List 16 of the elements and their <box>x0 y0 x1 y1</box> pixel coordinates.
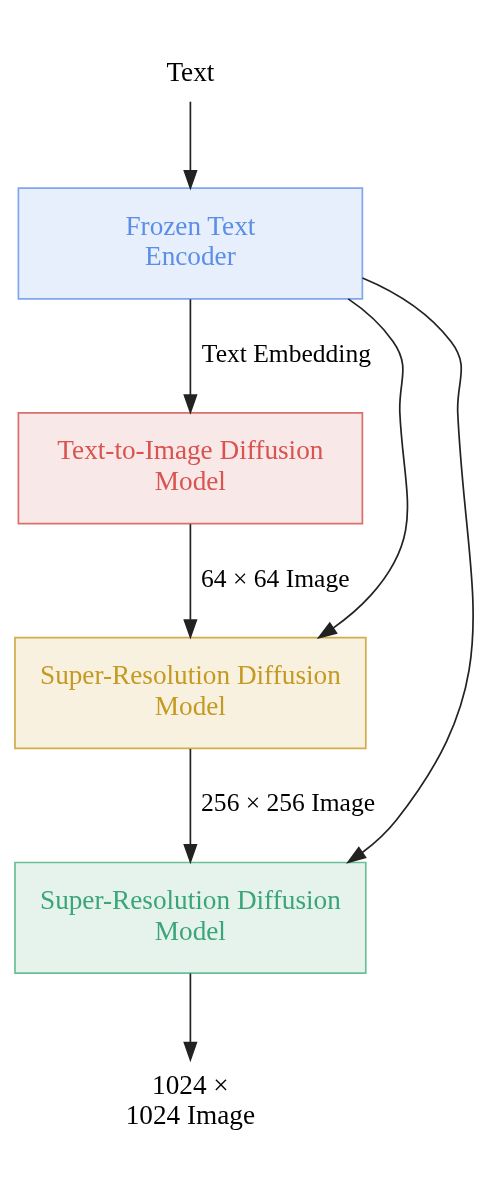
node-text: 1024 × 1024 Image <box>125 1069 256 1130</box>
node-box: Super-Resolution Diffusion Model <box>14 636 367 749</box>
node-box: Frozen Text Encoder <box>17 186 364 300</box>
arrow <box>183 298 198 415</box>
arrow <box>183 747 198 864</box>
node-box: Super-Resolution Diffusion Model <box>14 861 367 974</box>
node-text: Text <box>166 56 215 87</box>
arrow <box>183 100 198 190</box>
arrow <box>346 276 474 864</box>
arrow <box>316 297 409 639</box>
arrow <box>183 522 198 640</box>
edge-label: Text Embedding <box>201 338 371 368</box>
edge-label: 256 × 256 Image <box>201 787 376 817</box>
node-box: Text-to-Image Diffusion Model <box>17 411 364 524</box>
arrow <box>183 972 198 1062</box>
edge-label: 64 × 64 Image <box>201 563 350 593</box>
